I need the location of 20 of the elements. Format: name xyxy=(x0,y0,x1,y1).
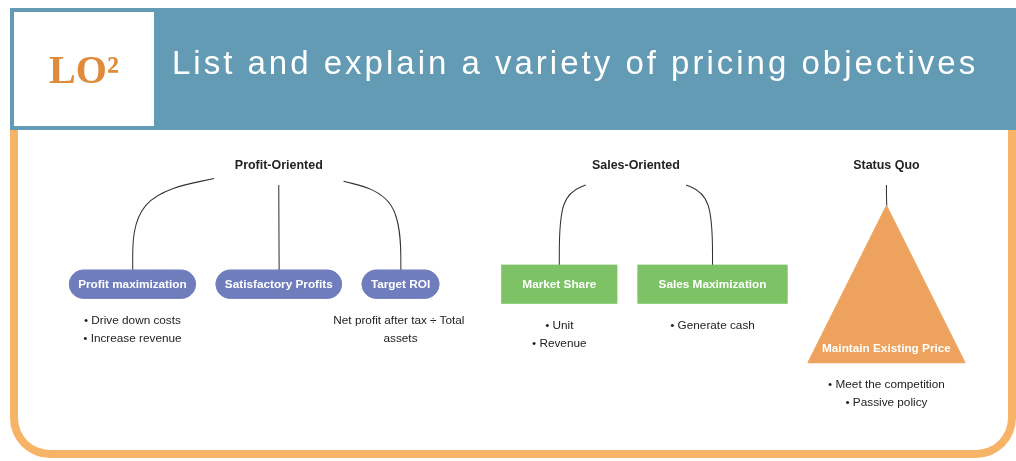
node-label: • Increase revenue xyxy=(83,331,182,345)
node-label: • Revenue xyxy=(532,336,587,350)
connector xyxy=(558,184,587,266)
node-label: Net profit after tax ÷ Total assets xyxy=(333,313,465,345)
node-label: • Drive down costs xyxy=(83,313,181,327)
outcome-number: LO² xyxy=(49,45,119,93)
node-box: Market Share xyxy=(501,264,618,304)
node-label: • Generate cash xyxy=(670,318,755,332)
connector xyxy=(343,180,402,272)
node-label: • Meet the competition xyxy=(828,377,945,392)
connector xyxy=(278,184,280,272)
node-text: Sales-Oriented xyxy=(591,158,680,172)
node-label: • Passive policy xyxy=(845,395,928,409)
connector xyxy=(132,178,215,272)
node-text: Status Quo xyxy=(853,158,920,172)
connector xyxy=(685,184,714,266)
node-text: Profit-Oriented xyxy=(234,158,323,172)
title: List and explain a variety of pricing objectives xyxy=(172,44,979,82)
node-box: Sales Maximization xyxy=(637,264,788,304)
node-label: • Unit xyxy=(545,318,574,332)
